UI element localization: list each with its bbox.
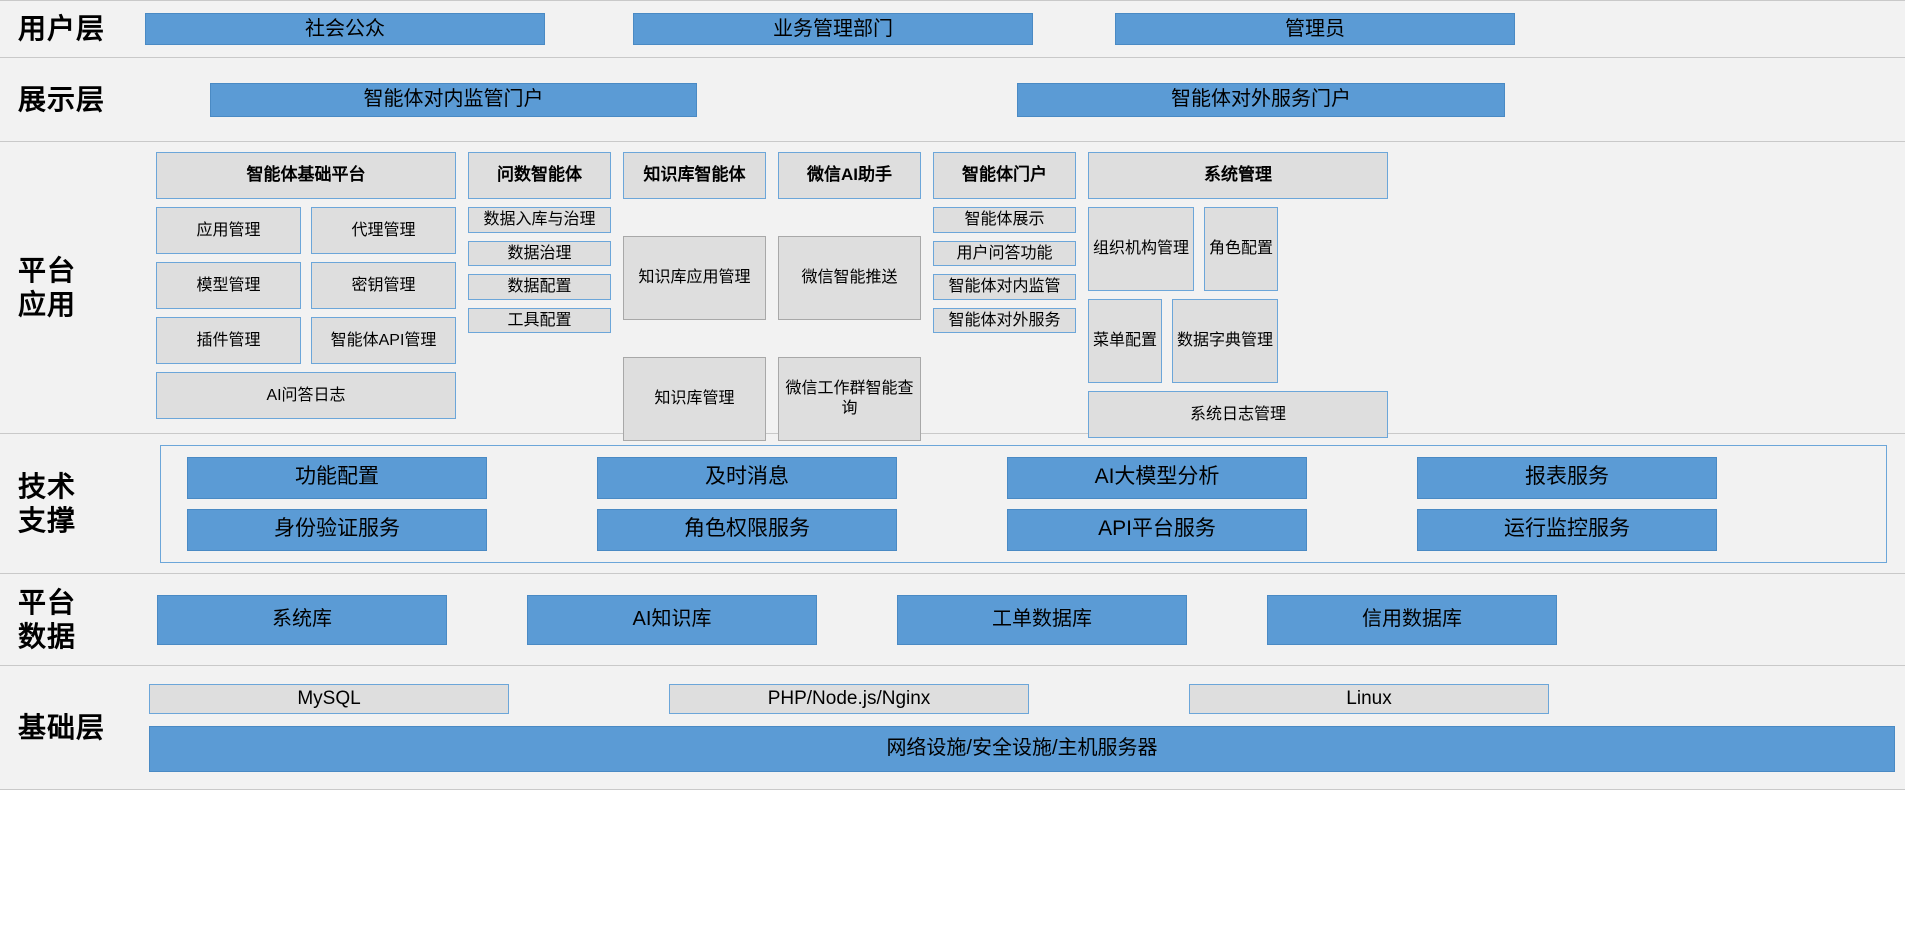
- tech-box-instant-message[interactable]: 及时消息: [597, 456, 897, 499]
- platform-column-agent-portal: 智能体门户 智能体展示 用户问答功能 智能体对内监管 智能体对外服务: [933, 152, 1076, 334]
- layer-platform-data: 平台 数据 系统库 AI知识库 工单数据库 信用数据库: [0, 574, 1905, 666]
- cell-agent-internal-supervision[interactable]: 智能体对内监管: [933, 274, 1076, 300]
- tech-box-api-platform-service[interactable]: API平台服务: [1007, 508, 1307, 551]
- cell-menu-configuration[interactable]: 菜单配置: [1088, 299, 1163, 383]
- cell-data-dictionary-management[interactable]: 数据字典管理: [1172, 299, 1279, 383]
- data-box-system-db[interactable]: 系统库: [157, 594, 447, 645]
- presentation-box-internal-portal[interactable]: 智能体对内监管门户: [210, 82, 697, 117]
- user-box-admin[interactable]: 管理员: [1115, 13, 1515, 45]
- cell-kb-app-management[interactable]: 知识库应用管理: [623, 236, 766, 320]
- user-box-business-dept[interactable]: 业务管理部门: [633, 13, 1033, 45]
- cell-system-log-management[interactable]: 系统日志管理: [1088, 391, 1388, 438]
- spacer: [623, 328, 766, 349]
- column-head-knowledge-base-agent[interactable]: 知识库智能体: [623, 152, 766, 199]
- column-head-agent-base[interactable]: 智能体基础平台: [156, 152, 456, 199]
- platform-column-wechat-ai-assistant: 微信AI助手 微信智能推送 微信工作群智能查询: [778, 152, 921, 441]
- spacer: [778, 328, 921, 349]
- cell-key-management[interactable]: 密钥管理: [311, 262, 456, 309]
- layer-label-platform-application: 平台 应用: [0, 142, 145, 433]
- platform-column-agent-base: 智能体基础平台 应用管理 代理管理 模型管理 密钥管理 插件管理 智能体API管…: [156, 152, 456, 419]
- platform-row: 应用管理 代理管理: [156, 207, 456, 254]
- cell-agent-management[interactable]: 代理管理: [311, 207, 456, 254]
- technical-support-row-2: 身份验证服务 角色权限服务 API平台服务 运行监控服务: [187, 508, 1860, 551]
- cell-role-configuration[interactable]: 角色配置: [1204, 207, 1279, 291]
- layer-infrastructure: 基础层 MySQL PHP/Node.js/Nginx Linux 网络设施/安…: [0, 666, 1905, 790]
- cell-data-governance[interactable]: 数据治理: [468, 240, 611, 267]
- spacer: [623, 207, 766, 228]
- cell-data-configuration[interactable]: 数据配置: [468, 274, 611, 300]
- layer-label-presentation: 展示层: [0, 58, 145, 141]
- cell-agent-showcase[interactable]: 智能体展示: [933, 207, 1076, 233]
- cell-wechat-smart-push[interactable]: 微信智能推送: [778, 236, 921, 320]
- cell-org-structure-management[interactable]: 组织机构管理: [1088, 207, 1195, 291]
- platform-column-data-query-agent: 问数智能体 数据入库与治理 数据治理 数据配置 工具配置: [468, 152, 611, 334]
- layer-user: 用户层 社会公众 业务管理部门 管理员: [0, 0, 1905, 58]
- platform-column-knowledge-base-agent: 知识库智能体 知识库应用管理 知识库管理: [623, 152, 766, 441]
- column-head-system-management[interactable]: 系统管理: [1088, 152, 1388, 199]
- cell-data-ingest-governance[interactable]: 数据入库与治理: [468, 207, 611, 233]
- cell-wechat-group-query[interactable]: 微信工作群智能查询: [778, 357, 921, 441]
- tech-box-runtime-monitoring-service[interactable]: 运行监控服务: [1417, 508, 1717, 551]
- data-box-credit-db[interactable]: 信用数据库: [1267, 594, 1557, 645]
- cell-agent-external-service[interactable]: 智能体对外服务: [933, 307, 1076, 334]
- data-box-work-order-db[interactable]: 工单数据库: [897, 594, 1187, 645]
- infra-box-php-node-nginx[interactable]: PHP/Node.js/Nginx: [669, 683, 1029, 714]
- tech-box-report-service[interactable]: 报表服务: [1417, 456, 1717, 499]
- tech-box-function-config[interactable]: 功能配置: [187, 456, 487, 499]
- layer-label-user: 用户层: [0, 1, 145, 57]
- spacer: [778, 207, 921, 228]
- infra-box-linux[interactable]: Linux: [1189, 683, 1549, 714]
- presentation-box-external-portal[interactable]: 智能体对外服务门户: [1017, 82, 1505, 117]
- platform-column-system-management: 系统管理 组织机构管理 角色配置 菜单配置 数据字典管理 系统日志管理: [1088, 152, 1388, 438]
- layer-technical-support: 技术 支撑 功能配置 及时消息 AI大模型分析 报表服务 身份验证服务 角色权限…: [0, 434, 1905, 574]
- user-box-public[interactable]: 社会公众: [145, 13, 545, 45]
- platform-row: 模型管理 密钥管理: [156, 262, 456, 309]
- layer-label-technical-support: 技术 支撑: [0, 434, 145, 573]
- infra-box-mysql[interactable]: MySQL: [149, 683, 509, 714]
- tech-box-role-permission-service[interactable]: 角色权限服务: [597, 508, 897, 551]
- tech-box-identity-auth-service[interactable]: 身份验证服务: [187, 508, 487, 551]
- cell-kb-management[interactable]: 知识库管理: [623, 357, 766, 441]
- technical-support-frame: 功能配置 及时消息 AI大模型分析 报表服务 身份验证服务 角色权限服务 API…: [160, 444, 1887, 563]
- cell-user-qa-function[interactable]: 用户问答功能: [933, 240, 1076, 267]
- column-head-agent-portal[interactable]: 智能体门户: [933, 152, 1076, 199]
- cell-app-management[interactable]: 应用管理: [156, 207, 301, 254]
- cell-ai-qa-log[interactable]: AI问答日志: [156, 372, 456, 419]
- column-head-data-query-agent[interactable]: 问数智能体: [468, 152, 611, 199]
- platform-row: 组织机构管理 角色配置: [1088, 207, 1388, 291]
- cell-plugin-management[interactable]: 插件管理: [156, 317, 301, 364]
- tech-box-ai-llm-analysis[interactable]: AI大模型分析: [1007, 456, 1307, 499]
- cell-model-management[interactable]: 模型管理: [156, 262, 301, 309]
- layer-platform-application: 平台 应用 智能体基础平台 应用管理 代理管理 模型管理 密钥管理 插件管理: [0, 142, 1905, 441]
- platform-row: 插件管理 智能体API管理: [156, 317, 456, 364]
- column-head-wechat-ai-assistant[interactable]: 微信AI助手: [778, 152, 921, 199]
- layer-label-infrastructure: 基础层: [0, 666, 145, 789]
- layer-presentation: 展示层 智能体对内监管门户 智能体对外服务门户: [0, 58, 1905, 142]
- platform-row: 菜单配置 数据字典管理: [1088, 299, 1388, 383]
- technical-support-row-1: 功能配置 及时消息 AI大模型分析 报表服务: [187, 456, 1860, 499]
- data-box-ai-knowledge-db[interactable]: AI知识库: [527, 594, 817, 645]
- infra-box-network-security-host[interactable]: 网络设施/安全设施/主机服务器: [149, 725, 1895, 772]
- layer-label-platform-data: 平台 数据: [0, 574, 145, 665]
- cell-agent-api-management[interactable]: 智能体API管理: [311, 317, 456, 364]
- cell-tool-configuration[interactable]: 工具配置: [468, 307, 611, 334]
